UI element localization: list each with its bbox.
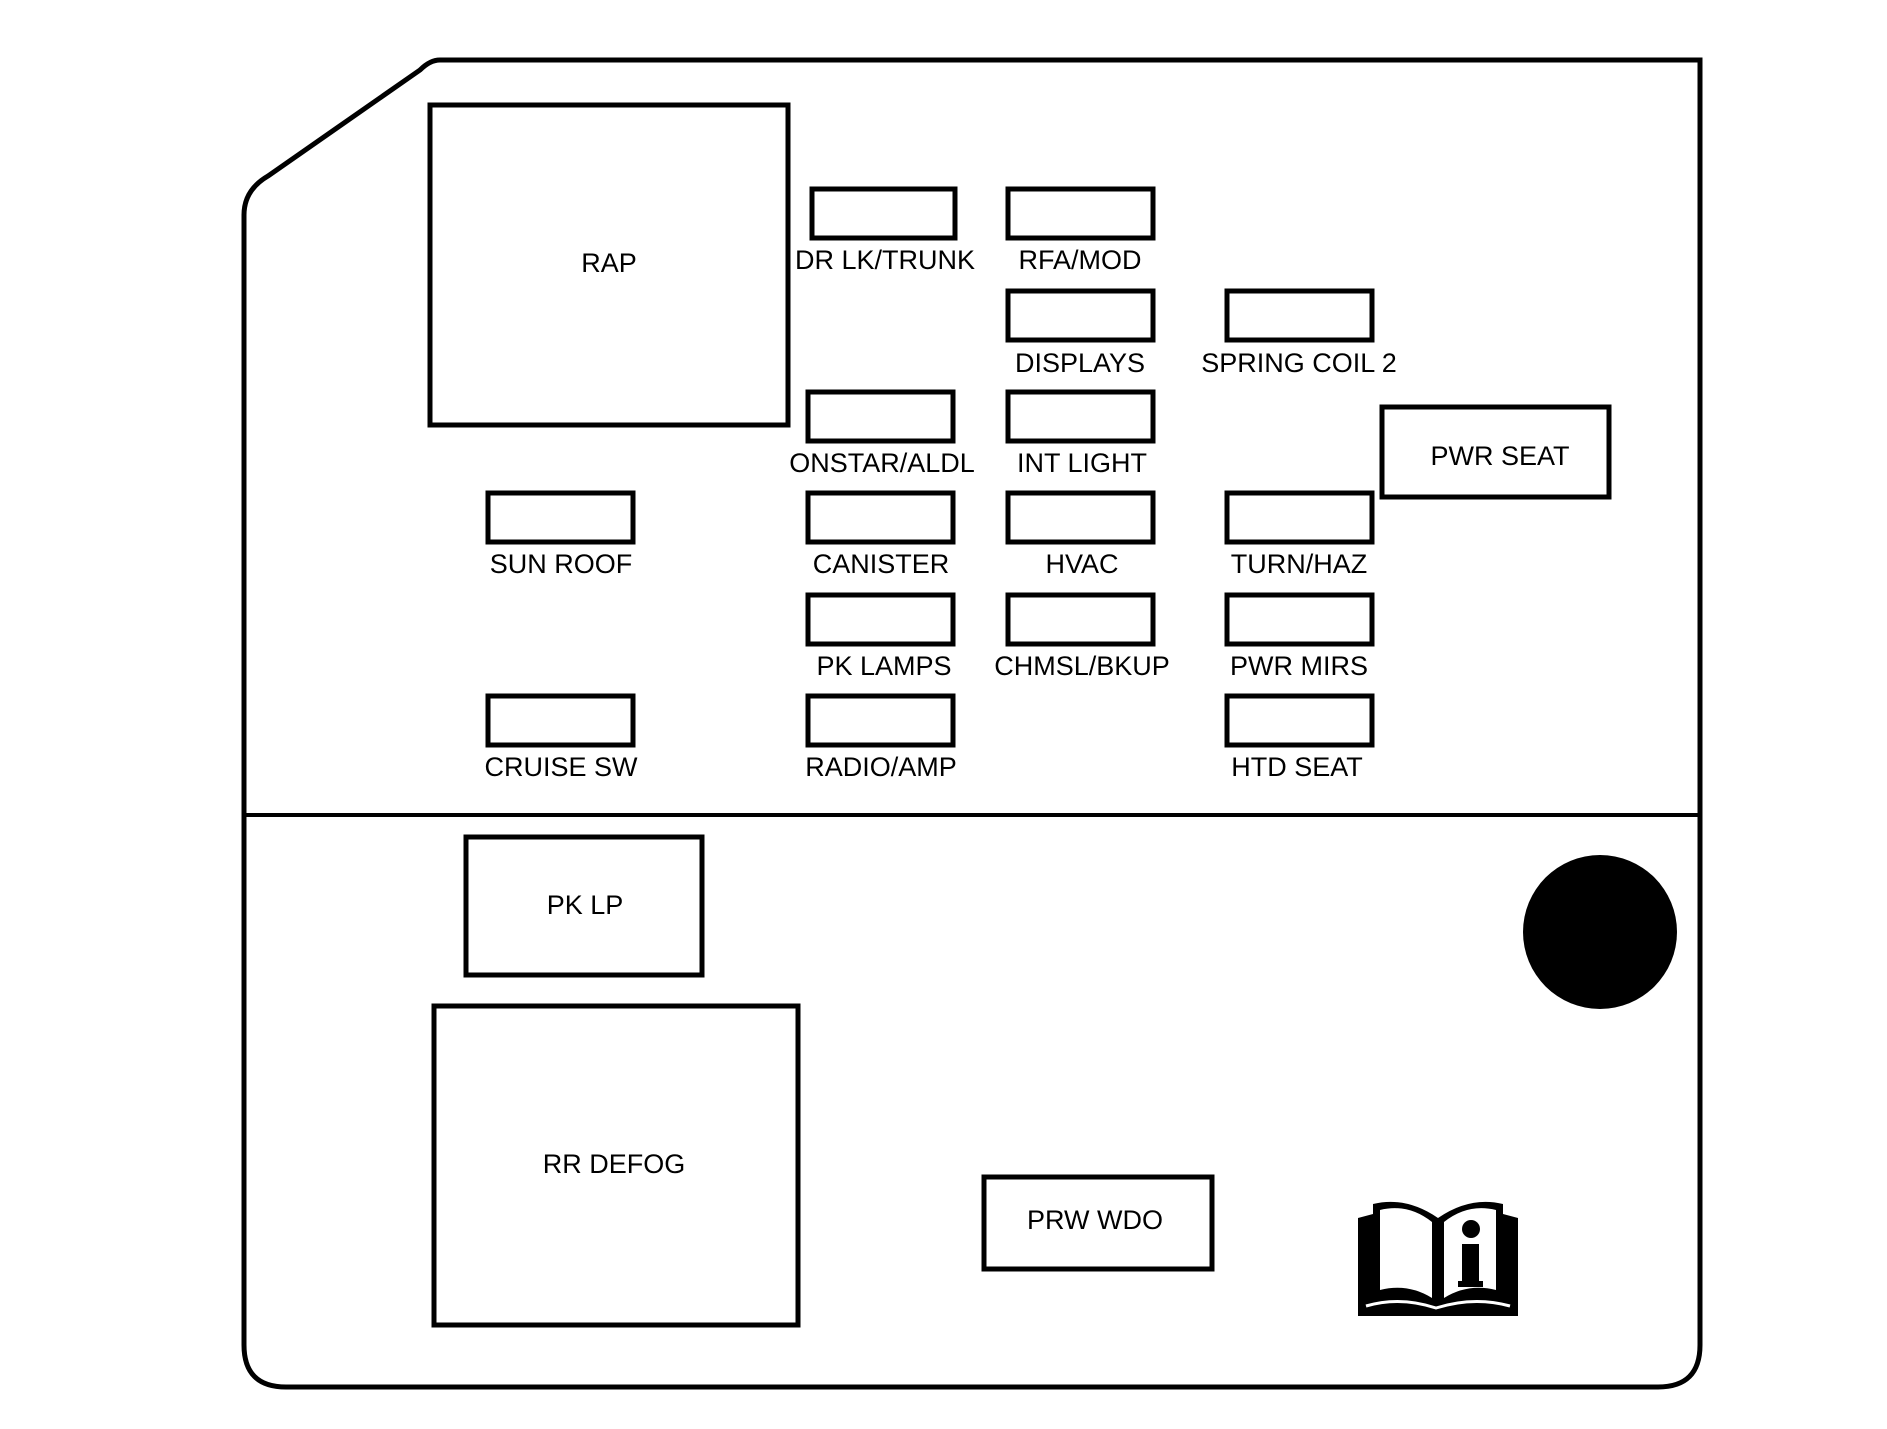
relay-prw-wdo: PRW WDO [981,1174,1215,1272]
fuse-dr-lk-trunk: DR LK/TRUNK [795,186,975,275]
fuse-sun-roof-label: SUN ROOF [490,549,633,579]
fuse-canister-label: CANISTER [813,549,950,579]
fuse-htd-seat-label: HTD SEAT [1231,752,1363,782]
fuse-turn-haz: TURN/HAZ [1224,490,1375,579]
fuse-rfa-mod-label: RFA/MOD [1018,245,1141,275]
fuse-dr-lk-trunk-label: DR LK/TRUNK [795,245,975,275]
fuse-cruise-sw: CRUISE SW [484,693,638,782]
fuse-htd-seat: HTD SEAT [1224,693,1375,782]
relay-pwr-seat-label: PWR SEAT [1430,441,1569,471]
fuse-onstar-aldl: ONSTAR/ALDL [789,389,975,478]
fuse-sun-roof: SUN ROOF [485,490,636,579]
fuse-turn-haz-label: TURN/HAZ [1231,549,1368,579]
fuse-onstar-aldl-label: ONSTAR/ALDL [789,448,975,478]
fuse-hvac-label: HVAC [1045,549,1118,579]
fuse-displays-label: DISPLAYS [1015,348,1145,378]
fuse-pwr-mirs-label: PWR MIRS [1230,651,1368,681]
fuse-cruise-sw-label: CRUISE SW [484,752,638,782]
fuse-spring-coil-2: SPRING COIL 2 [1201,288,1397,378]
relay-pk-lp-label: PK LP [547,890,624,920]
relay-rr-defog-label: RR DEFOG [543,1149,686,1179]
fuse-chmsl-bkup: CHMSL/BKUP [994,592,1170,681]
relay-rap-label: RAP [581,248,637,278]
fuse-radio-amp: RADIO/AMP [805,693,957,782]
relay-pk-lp: PK LP [463,834,705,978]
fuse-chmsl-bkup-label: CHMSL/BKUP [994,651,1170,681]
fuse-pk-lamps-label: PK LAMPS [816,651,951,681]
fuse-spring-coil-2-label: SPRING COIL 2 [1201,348,1397,378]
fuse-radio-amp-label: RADIO/AMP [805,752,957,782]
fuse-pk-lamps: PK LAMPS [805,592,956,681]
mounting-hole [1523,855,1677,1009]
fuse-rfa-mod: RFA/MOD [1005,186,1156,275]
relay-pwr-seat: PWR SEAT [1379,404,1612,500]
fuse-pwr-mirs: PWR MIRS [1224,592,1375,681]
relay-rap: RAP [427,102,791,428]
fuse-int-light-label: INT LIGHT [1017,448,1147,478]
relay-rr-defog: RR DEFOG [431,1003,801,1328]
fuse-displays: DISPLAYS [1005,288,1156,378]
relay-prw-wdo-label: PRW WDO [1027,1205,1163,1235]
fuse-int-light: INT LIGHT [1005,389,1156,478]
fuse-canister: CANISTER [805,490,956,579]
fuse-hvac: HVAC [1005,490,1156,579]
owner-manual-info-icon [1358,1201,1518,1316]
